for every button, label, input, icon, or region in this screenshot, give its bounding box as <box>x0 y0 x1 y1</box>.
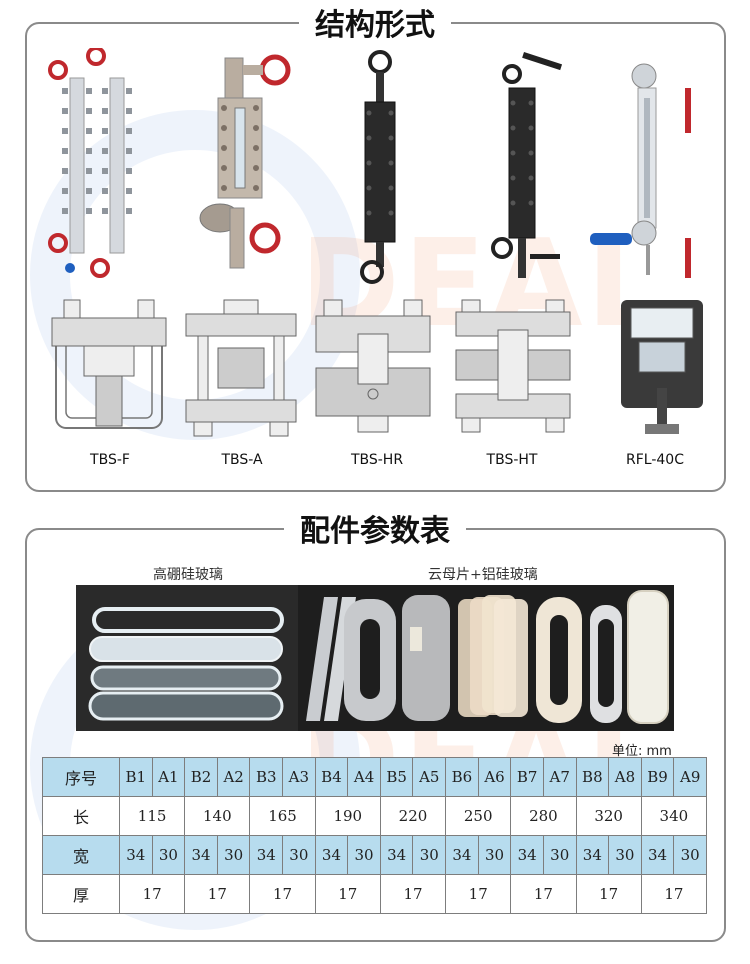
code-cell: B2 <box>184 757 218 797</box>
thickness-cell: 17 <box>379 874 447 914</box>
code-cell: B7 <box>510 757 544 797</box>
row-label-thickness: 厚 <box>42 874 120 914</box>
parts-title: 配件参数表 <box>284 506 466 550</box>
thickness-cell: 17 <box>249 874 316 914</box>
length-cell: 140 <box>184 796 251 836</box>
width-cell: 34 <box>184 835 218 875</box>
width-cell: 34 <box>445 835 479 875</box>
row-label-width: 宽 <box>42 835 120 875</box>
thickness-cell: 17 <box>314 874 381 914</box>
length-cell: 115 <box>118 796 186 836</box>
tbs-hr-diagram <box>315 299 431 433</box>
length-cell: 320 <box>575 796 642 836</box>
thickness-cell: 17 <box>118 874 186 914</box>
mica-glass-photo <box>298 585 674 731</box>
width-cell: 34 <box>575 835 610 875</box>
model-label: TBS-HR <box>350 452 404 468</box>
tbs-a-diagram <box>185 299 297 437</box>
code-cell: B3 <box>249 757 284 797</box>
code-cell: B8 <box>575 757 610 797</box>
unit-label: 单位: mm <box>612 744 672 759</box>
thickness-cell: 17 <box>575 874 642 914</box>
code-cell: B9 <box>640 757 675 797</box>
length-cell: 190 <box>314 796 381 836</box>
code-cell: B5 <box>379 757 414 797</box>
code-cell: B6 <box>445 757 479 797</box>
length-cell: 280 <box>510 796 577 836</box>
tbs-hr-product-image <box>360 50 396 284</box>
thickness-cell: 17 <box>640 874 708 914</box>
width-cell: 30 <box>673 835 707 875</box>
code-cell: A6 <box>477 757 512 797</box>
code-cell: A1 <box>151 757 186 797</box>
table-row: 厚 17 17 17 17 17 17 17 17 17 <box>42 874 708 914</box>
code-cell: A4 <box>347 757 381 797</box>
width-cell: 30 <box>477 835 512 875</box>
length-cell: 250 <box>445 796 512 836</box>
width-cell: 34 <box>640 835 675 875</box>
width-cell: 30 <box>608 835 642 875</box>
code-cell: A5 <box>412 757 447 797</box>
width-cell: 34 <box>379 835 414 875</box>
width-cell: 34 <box>314 835 349 875</box>
code-cell: A3 <box>282 757 316 797</box>
length-cell: 220 <box>379 796 447 836</box>
tbs-f-diagram <box>51 299 167 429</box>
tbs-ht-diagram <box>455 299 571 433</box>
row-label-length: 长 <box>42 796 120 836</box>
width-cell: 30 <box>216 835 251 875</box>
code-cell: A9 <box>673 757 707 797</box>
tbs-ht-product-image <box>491 52 563 278</box>
width-cell: 34 <box>510 835 544 875</box>
code-cell: B1 <box>119 757 153 797</box>
model-label: TBS-F <box>90 452 130 468</box>
tbs-a-product-image <box>199 54 291 269</box>
code-cell: A7 <box>542 757 577 797</box>
row-label-no: 序号 <box>42 757 120 797</box>
length-cell: 165 <box>249 796 316 836</box>
spec-table: 序号 B1 A1 B2 A2 B3 A3 B4 A4 B5 A5 B6 A6 B… <box>42 757 708 914</box>
table-row: 长 115 140 165 190 220 250 280 320 340 <box>42 796 708 836</box>
code-cell: A8 <box>608 757 642 797</box>
tbs-f-product-image <box>48 48 132 278</box>
thickness-cell: 17 <box>510 874 577 914</box>
table-row: 宽 34 30 34 30 34 30 34 30 34 30 34 30 34… <box>42 835 707 875</box>
width-cell: 30 <box>542 835 577 875</box>
rfl-40c-product-image <box>590 63 691 278</box>
structure-title: 结构形式 <box>299 0 451 44</box>
table-row: 序号 B1 A1 B2 A2 B3 A3 B4 A4 B5 A5 B6 A6 B… <box>42 757 707 797</box>
borosilicate-glass-photo <box>76 585 298 731</box>
width-cell: 30 <box>412 835 447 875</box>
thickness-cell: 17 <box>184 874 251 914</box>
borosilicate-caption: 高硼硅玻璃 <box>153 567 223 583</box>
rfl-40c-diagram <box>621 300 703 434</box>
width-cell: 34 <box>249 835 284 875</box>
model-label: TBS-A <box>221 452 263 468</box>
model-label: TBS-HT <box>486 452 538 468</box>
code-cell: A2 <box>216 757 251 797</box>
width-cell: 30 <box>347 835 381 875</box>
model-label: RFL-40C <box>626 452 684 468</box>
width-cell: 34 <box>119 835 153 875</box>
mica-glass-caption: 云母片+铝硅玻璃 <box>428 567 538 583</box>
width-cell: 30 <box>282 835 316 875</box>
width-cell: 30 <box>151 835 186 875</box>
code-cell: B4 <box>314 757 349 797</box>
thickness-cell: 17 <box>445 874 512 914</box>
length-cell: 340 <box>640 796 708 836</box>
